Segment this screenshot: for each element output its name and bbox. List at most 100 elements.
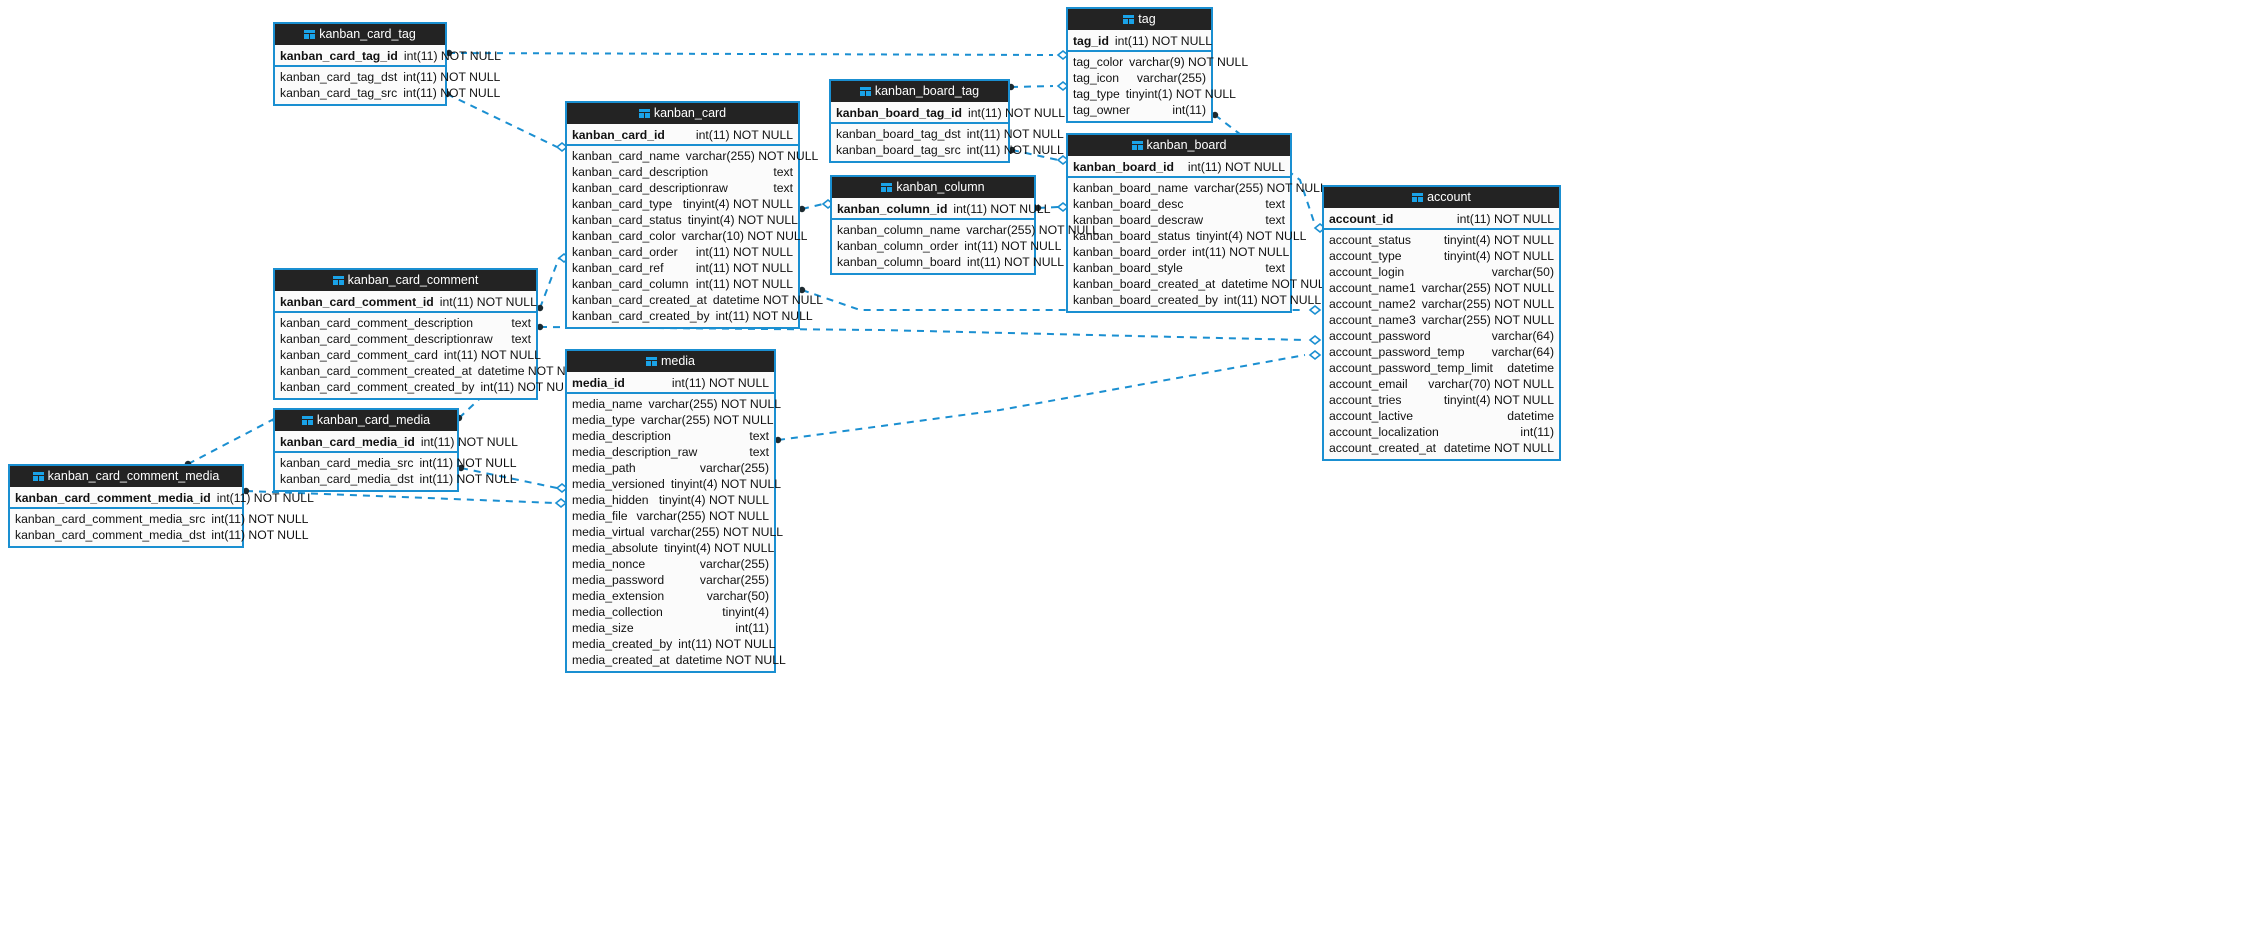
field-type: int(11) NOT NULL	[1192, 245, 1290, 259]
link-kanban_card_tag-tag	[448, 52, 1054, 56]
entity-header[interactable]: kanban_card	[567, 103, 798, 124]
field-name: media_name	[572, 397, 643, 411]
field-type: text	[1265, 213, 1285, 227]
field-name: media_versioned	[572, 477, 665, 491]
field-type: tinyint(4) NOT NULL	[687, 213, 798, 227]
field-type: varchar(255)	[699, 461, 769, 475]
field-type: varchar(70) NOT NULL	[1428, 377, 1554, 391]
field-name: kanban_card_descriptionraw	[572, 181, 728, 195]
field-row: media_name varchar(255) NOT NULL	[567, 396, 781, 412]
entity-header[interactable]: kanban_card_tag	[275, 24, 445, 45]
field-name: tag_color	[1073, 55, 1124, 69]
primary-key-section: kanban_card_comment_media_id int(11) NOT …	[10, 487, 314, 509]
table-icon	[638, 109, 650, 118]
entity-header[interactable]: kanban_card_comment	[275, 270, 536, 291]
entity-header[interactable]: media	[567, 351, 774, 372]
primary-key-section: kanban_card_comment_id int(11) NOT NULL	[275, 291, 537, 313]
field-name: kanban_board_desc	[1073, 197, 1184, 211]
field-type: varchar(255) NOT NULL	[648, 397, 781, 411]
entity-header[interactable]: account	[1324, 187, 1559, 208]
field-type: int(11) NOT NULL	[443, 348, 541, 362]
entity-header[interactable]: kanban_board	[1068, 135, 1290, 156]
table-icon	[1123, 15, 1135, 24]
field-type: tinyint(4) NOT NULL	[1443, 393, 1554, 407]
field-name: kanban_board_tag_src	[836, 143, 961, 157]
field-type: int(11) NOT NULL	[420, 434, 518, 449]
field-type: tinyint(4) NOT NULL	[682, 197, 793, 211]
field-type: tinyint(4) NOT NULL	[670, 477, 781, 491]
field-name: tag_icon	[1073, 71, 1120, 85]
entity-title: kanban_card	[653, 106, 727, 120]
table-icon	[32, 472, 44, 481]
field-type: varchar(255) NOT NULL	[650, 525, 784, 539]
field-type: int(11) NOT NULL	[216, 490, 314, 505]
field-row: kanban_card_comment_card int(11) NOT NULL	[275, 347, 541, 363]
field-type: varchar(64)	[1491, 329, 1554, 343]
field-type: int(11) NOT NULL	[715, 309, 813, 323]
field-type: int(11)	[1172, 103, 1206, 117]
field-row: account_email varchar(70) NOT NULL	[1324, 376, 1559, 392]
field-name: kanban_card_comment_card	[280, 348, 438, 362]
field-type: text	[511, 332, 531, 346]
field-name: kanban_card_comment_media_id	[15, 490, 211, 505]
entity-header[interactable]: kanban_card_comment_media	[10, 466, 242, 487]
field-name: account_name1	[1329, 281, 1416, 295]
entity-header[interactable]: kanban_card_media	[275, 410, 457, 431]
field-name: account_id	[1329, 211, 1394, 226]
entity-header[interactable]: kanban_column	[832, 177, 1034, 198]
entity-header[interactable]: kanban_board_tag	[831, 81, 1008, 102]
field-name: kanban_card_comment_created_by	[280, 380, 475, 394]
field-name: account_tries	[1329, 393, 1402, 407]
field-type: int(11) NOT NULL	[439, 294, 537, 309]
field-type: int(11)	[1520, 425, 1554, 439]
field-name: account_login	[1329, 265, 1405, 279]
field-type: varchar(255) NOT NULL	[1421, 297, 1555, 311]
field-type: tinyint(1) NOT NULL	[1125, 87, 1236, 101]
field-name: account_email	[1329, 377, 1408, 391]
field-name: kanban_card_comment_id	[280, 294, 434, 309]
field-type: int(11) NOT NULL	[211, 512, 309, 526]
entity-header[interactable]: tag	[1068, 9, 1211, 30]
